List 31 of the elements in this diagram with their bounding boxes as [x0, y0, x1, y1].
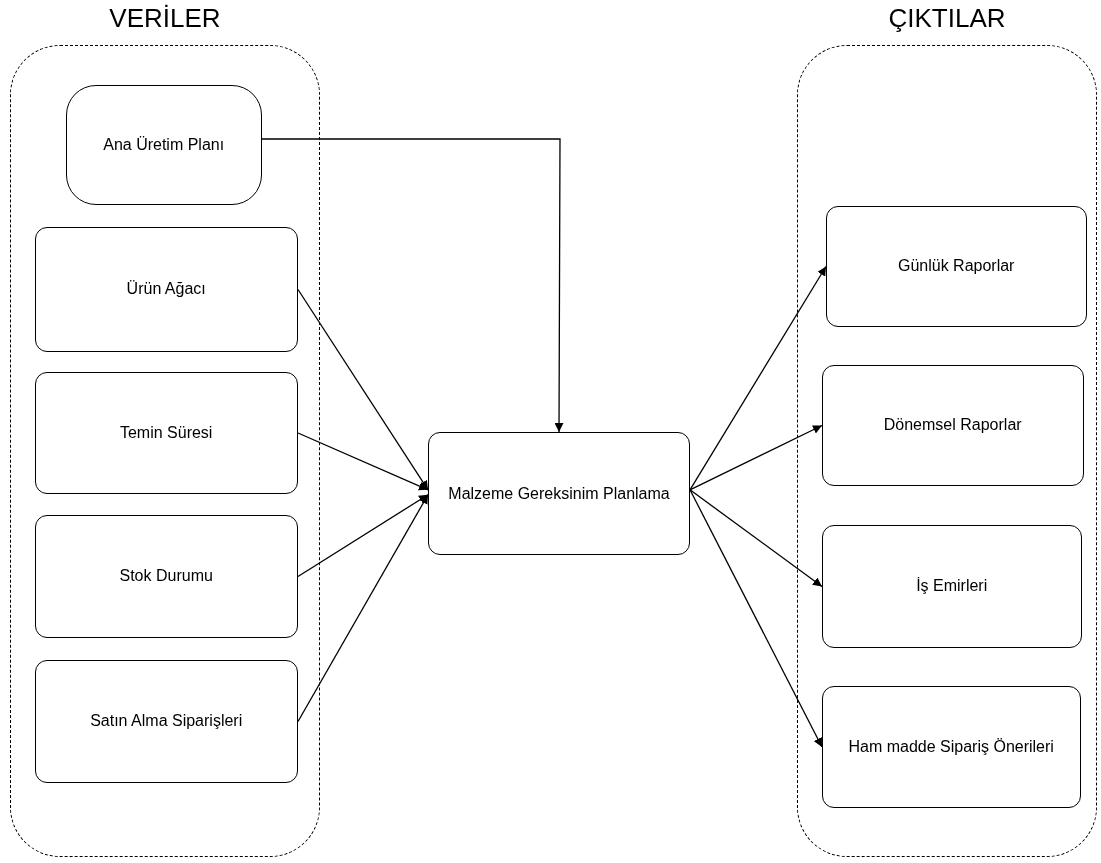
- process-box: [821, 364, 1084, 486]
- box-label: Stok Durumu: [119, 566, 213, 587]
- box-label: Malzeme Gereksinim Planlama: [448, 483, 670, 504]
- rounded-input-box: [65, 84, 262, 205]
- arrow: [297, 432, 429, 491]
- group-heading: VERİLER: [108, 2, 222, 34]
- group-heading: ÇIKTILAR: [887, 2, 1007, 34]
- process-box: [825, 205, 1087, 327]
- box-label: Temin Süresi: [119, 422, 213, 443]
- process-box: [34, 659, 298, 783]
- arrow: [689, 424, 823, 491]
- process-box: [34, 371, 298, 494]
- process-box: [34, 226, 298, 352]
- box-label: Ham madde Sipariş Önerileri: [848, 736, 1054, 757]
- box-label: Ana Üretim Planı: [103, 134, 225, 155]
- process-box: [821, 524, 1082, 648]
- arrow: [297, 494, 429, 578]
- box-label: Dönemsel Raporlar: [883, 415, 1022, 436]
- box-label: Ürün Ağacı: [126, 279, 206, 300]
- arrow: [297, 494, 429, 723]
- process-box: [821, 685, 1081, 808]
- process-box: [34, 514, 298, 638]
- box-label: Satın Alma Siparişleri: [90, 711, 243, 732]
- box-label: İş Emirleri: [916, 576, 988, 597]
- arrow: [689, 265, 827, 491]
- process-box: [428, 432, 690, 555]
- arrow: [261, 138, 564, 433]
- box-label: Günlük Raporlar: [897, 256, 1015, 277]
- arrow: [689, 489, 823, 588]
- arrow: [297, 288, 429, 491]
- arrow: [689, 489, 823, 748]
